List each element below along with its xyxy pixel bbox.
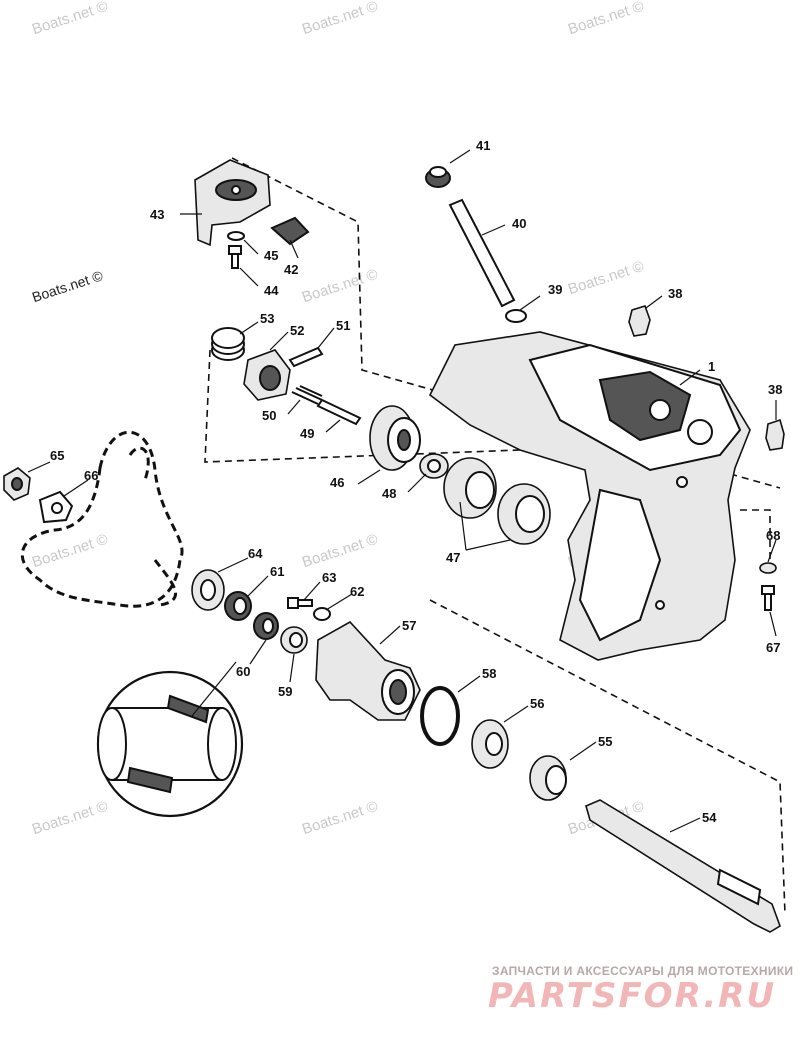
part-56-bearing: [471, 719, 509, 769]
part-53-spring: [211, 327, 245, 361]
leader-lines: [27, 149, 777, 833]
callout-68: 68: [766, 528, 780, 543]
callout-58: 58: [482, 666, 496, 681]
assembly-outline-lower: [429, 599, 786, 915]
callout-46: 46: [330, 475, 344, 490]
part-55-reverse-gear: [529, 755, 567, 801]
callout-53: 53: [260, 311, 274, 326]
part-45-washer: [227, 231, 245, 241]
part-38-nut-right: [765, 418, 785, 451]
callout-63: 63: [322, 570, 336, 585]
part-58-o-ring: [420, 686, 460, 746]
callout-65: 65: [50, 448, 64, 463]
part-51-pin: [288, 346, 324, 368]
callout-59: 59: [278, 684, 292, 699]
callout-41: 41: [476, 138, 490, 153]
part-42-clip: [270, 216, 310, 246]
callout-1: 1: [708, 359, 715, 374]
callout-57: 57: [402, 618, 416, 633]
part-60-bearing: [253, 612, 279, 640]
part-61-bearing: [224, 591, 252, 621]
callout-52: 52: [290, 323, 304, 338]
part-65-prop-nut: [3, 467, 31, 501]
part-67-screw: [761, 585, 775, 611]
callout-51: 51: [336, 318, 350, 333]
callout-40: 40: [512, 216, 526, 231]
assembly-outline-right: [740, 509, 771, 560]
part-46-forward-gear: [369, 405, 421, 471]
part-47-tapered-bearing: [443, 457, 497, 519]
part-68-washer: [759, 562, 777, 574]
part-50-spring: [291, 385, 323, 405]
callout-64: 64: [248, 546, 263, 561]
callout-42: 42: [284, 262, 298, 277]
part-66-tab-washer: [38, 490, 74, 524]
callout-55: 55: [598, 734, 612, 749]
callouts: 1 38 38 39 40 41 42 43 44 45 46 47 48 49…: [50, 138, 782, 825]
part-59-bushing: [280, 626, 308, 654]
part-47-bearing-cup: [497, 483, 551, 545]
part-1-gearcase-housing: [428, 331, 751, 661]
callout-44: 44: [264, 283, 279, 298]
propeller-outline: [20, 430, 184, 608]
part-52-clutch-dog: [243, 349, 291, 401]
callout-39: 39: [548, 282, 562, 297]
callout-49: 49: [300, 426, 314, 441]
part-41-grommet: [425, 166, 451, 188]
part-64-seal: [191, 569, 225, 611]
part-49-shift-rod: [316, 398, 362, 426]
callout-47: 47: [446, 550, 460, 565]
brand-logo: PARTSFOR.RU: [488, 976, 777, 1016]
callout-45: 45: [264, 248, 278, 263]
callout-48: 48: [382, 486, 396, 501]
part-57-bearing-housing: [315, 620, 421, 721]
part-48-bearing: [419, 453, 449, 479]
callout-38: 38: [668, 286, 682, 301]
callout-43: 43: [150, 207, 164, 222]
callout-60: 60: [236, 664, 250, 679]
part-39-seal: [505, 309, 527, 323]
callout-54: 54: [702, 810, 717, 825]
part-54-propeller-shaft: [585, 799, 781, 933]
callout-67: 67: [766, 640, 780, 655]
brand-subtitle: ЗАПЧАСТИ И АКСЕССУАРЫ ДЛЯ МОТОТЕХНИКИ: [492, 964, 794, 978]
part-63-screw: [287, 597, 313, 609]
bearing-detail-inset: [96, 670, 244, 818]
callout-61: 61: [270, 564, 284, 579]
assembly-outline-mid: [204, 349, 521, 463]
callout-50: 50: [262, 408, 276, 423]
callout-66: 66: [84, 468, 98, 483]
callout-38: 38: [768, 382, 782, 397]
part-40-water-tube: [448, 198, 516, 308]
part-62-washer: [313, 607, 331, 621]
part-38-nut-upper: [628, 305, 651, 337]
callout-62: 62: [350, 584, 364, 599]
callout-56: 56: [530, 696, 544, 711]
part-43-anode-plate: [194, 159, 271, 247]
part-44-screw: [228, 245, 242, 269]
